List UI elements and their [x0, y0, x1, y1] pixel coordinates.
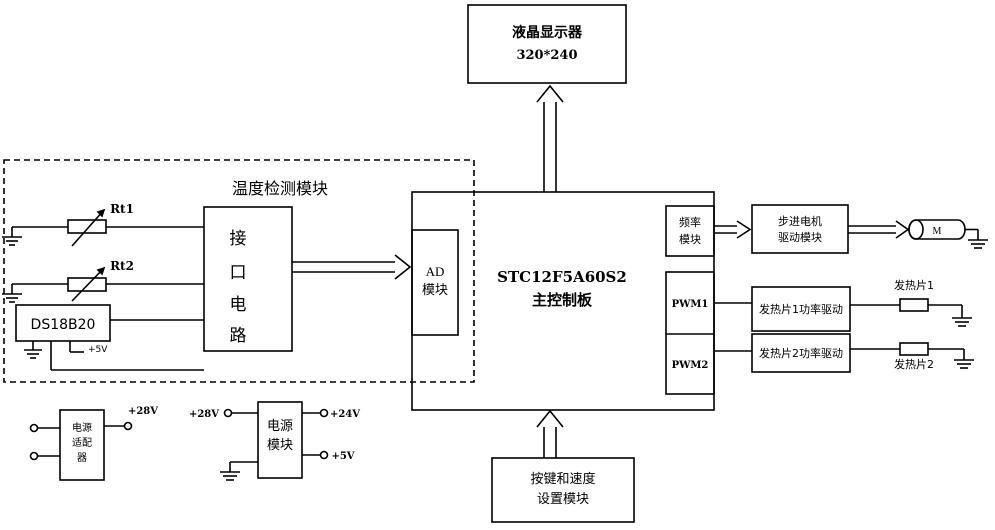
ds18b20-vcc-label: +5V: [88, 345, 108, 355]
heater2-driver-label: 发热片2功率驱动: [759, 346, 843, 360]
adapter-label-1: 电源: [72, 421, 92, 434]
arrow-to-main: [536, 409, 564, 458]
power-adapter: [29, 409, 133, 481]
stepper-label-2: 驱动模块: [778, 231, 822, 244]
freq-module-box: [665, 205, 715, 257]
pwm-box: [665, 271, 715, 395]
heater1-label: 发热片1: [894, 278, 934, 292]
rt1-label: Rt1: [110, 202, 134, 216]
interface-char-2: 口: [230, 263, 247, 283]
ds18b20-box: [15, 304, 111, 342]
arrow-to-stepper: [714, 220, 752, 239]
rt2-circuit: [2, 266, 204, 303]
power-module-input-label: +28V: [189, 409, 219, 420]
heater2-driver-box: [751, 333, 851, 373]
freq-label-1: 频率: [679, 215, 701, 229]
main-board-model: STC12F5A60S2: [497, 268, 627, 286]
temp-module-border: [3, 159, 475, 383]
interface-char-4: 路: [230, 326, 247, 346]
ad-label-2: 模块: [422, 283, 448, 298]
ad-label-1: AD: [426, 264, 445, 279]
arrow-to-ad: [292, 254, 412, 280]
adapter-label-3: 器: [77, 452, 87, 464]
keys-box: [491, 457, 635, 523]
main-board-title: 主控制板: [532, 291, 593, 309]
ad-module-box: [411, 229, 459, 336]
power-module-output1-label: +24V: [330, 409, 360, 420]
heater2-label: 发热片2: [894, 357, 934, 371]
stepper-label-1: 步进电机: [778, 214, 822, 228]
power-module-output2-label: +5V: [331, 451, 354, 462]
pwm2-label: PWM2: [672, 360, 709, 371]
freq-label-2: 模块: [679, 233, 701, 246]
adapter-output-label: +28V: [128, 406, 158, 417]
lcd-resolution: 320*240: [516, 48, 577, 63]
interface-char-1: 接: [230, 229, 247, 249]
heater1-driver-label: 发热片1功率驱动: [759, 302, 843, 316]
heater2-circuit: [850, 342, 974, 369]
power-module-label-1: 电源: [267, 419, 293, 434]
heater1-driver-box: [751, 286, 851, 332]
arrow-to-lcd: [536, 84, 564, 192]
arrow-to-motor: [848, 220, 910, 239]
keys-label-1: 按键和速度: [530, 471, 595, 487]
rt2-label: Rt2: [110, 259, 134, 273]
lcd-box: [467, 4, 627, 84]
power-module-label-2: 模块: [267, 438, 293, 453]
lcd-title: 液晶显示器: [512, 24, 583, 41]
motor-symbol: [908, 219, 988, 249]
ds18b20-wiring: [24, 319, 204, 371]
interface-char-3: 电: [230, 295, 247, 315]
pwm1-label: PWM1: [672, 299, 709, 310]
heater1-circuit: [850, 298, 972, 327]
keys-label-2: 设置模块: [537, 492, 589, 507]
adapter-label-2: 适配: [72, 437, 92, 449]
motor-label: M: [933, 226, 942, 237]
stepper-driver-box: [751, 204, 849, 254]
power-module: [220, 401, 329, 481]
interface-circuit-box: [203, 206, 293, 352]
rt1-circuit: [2, 208, 204, 247]
temp-module-title: 温度检测模块: [232, 179, 328, 198]
ds18b20-label: DS18B20: [31, 317, 96, 333]
